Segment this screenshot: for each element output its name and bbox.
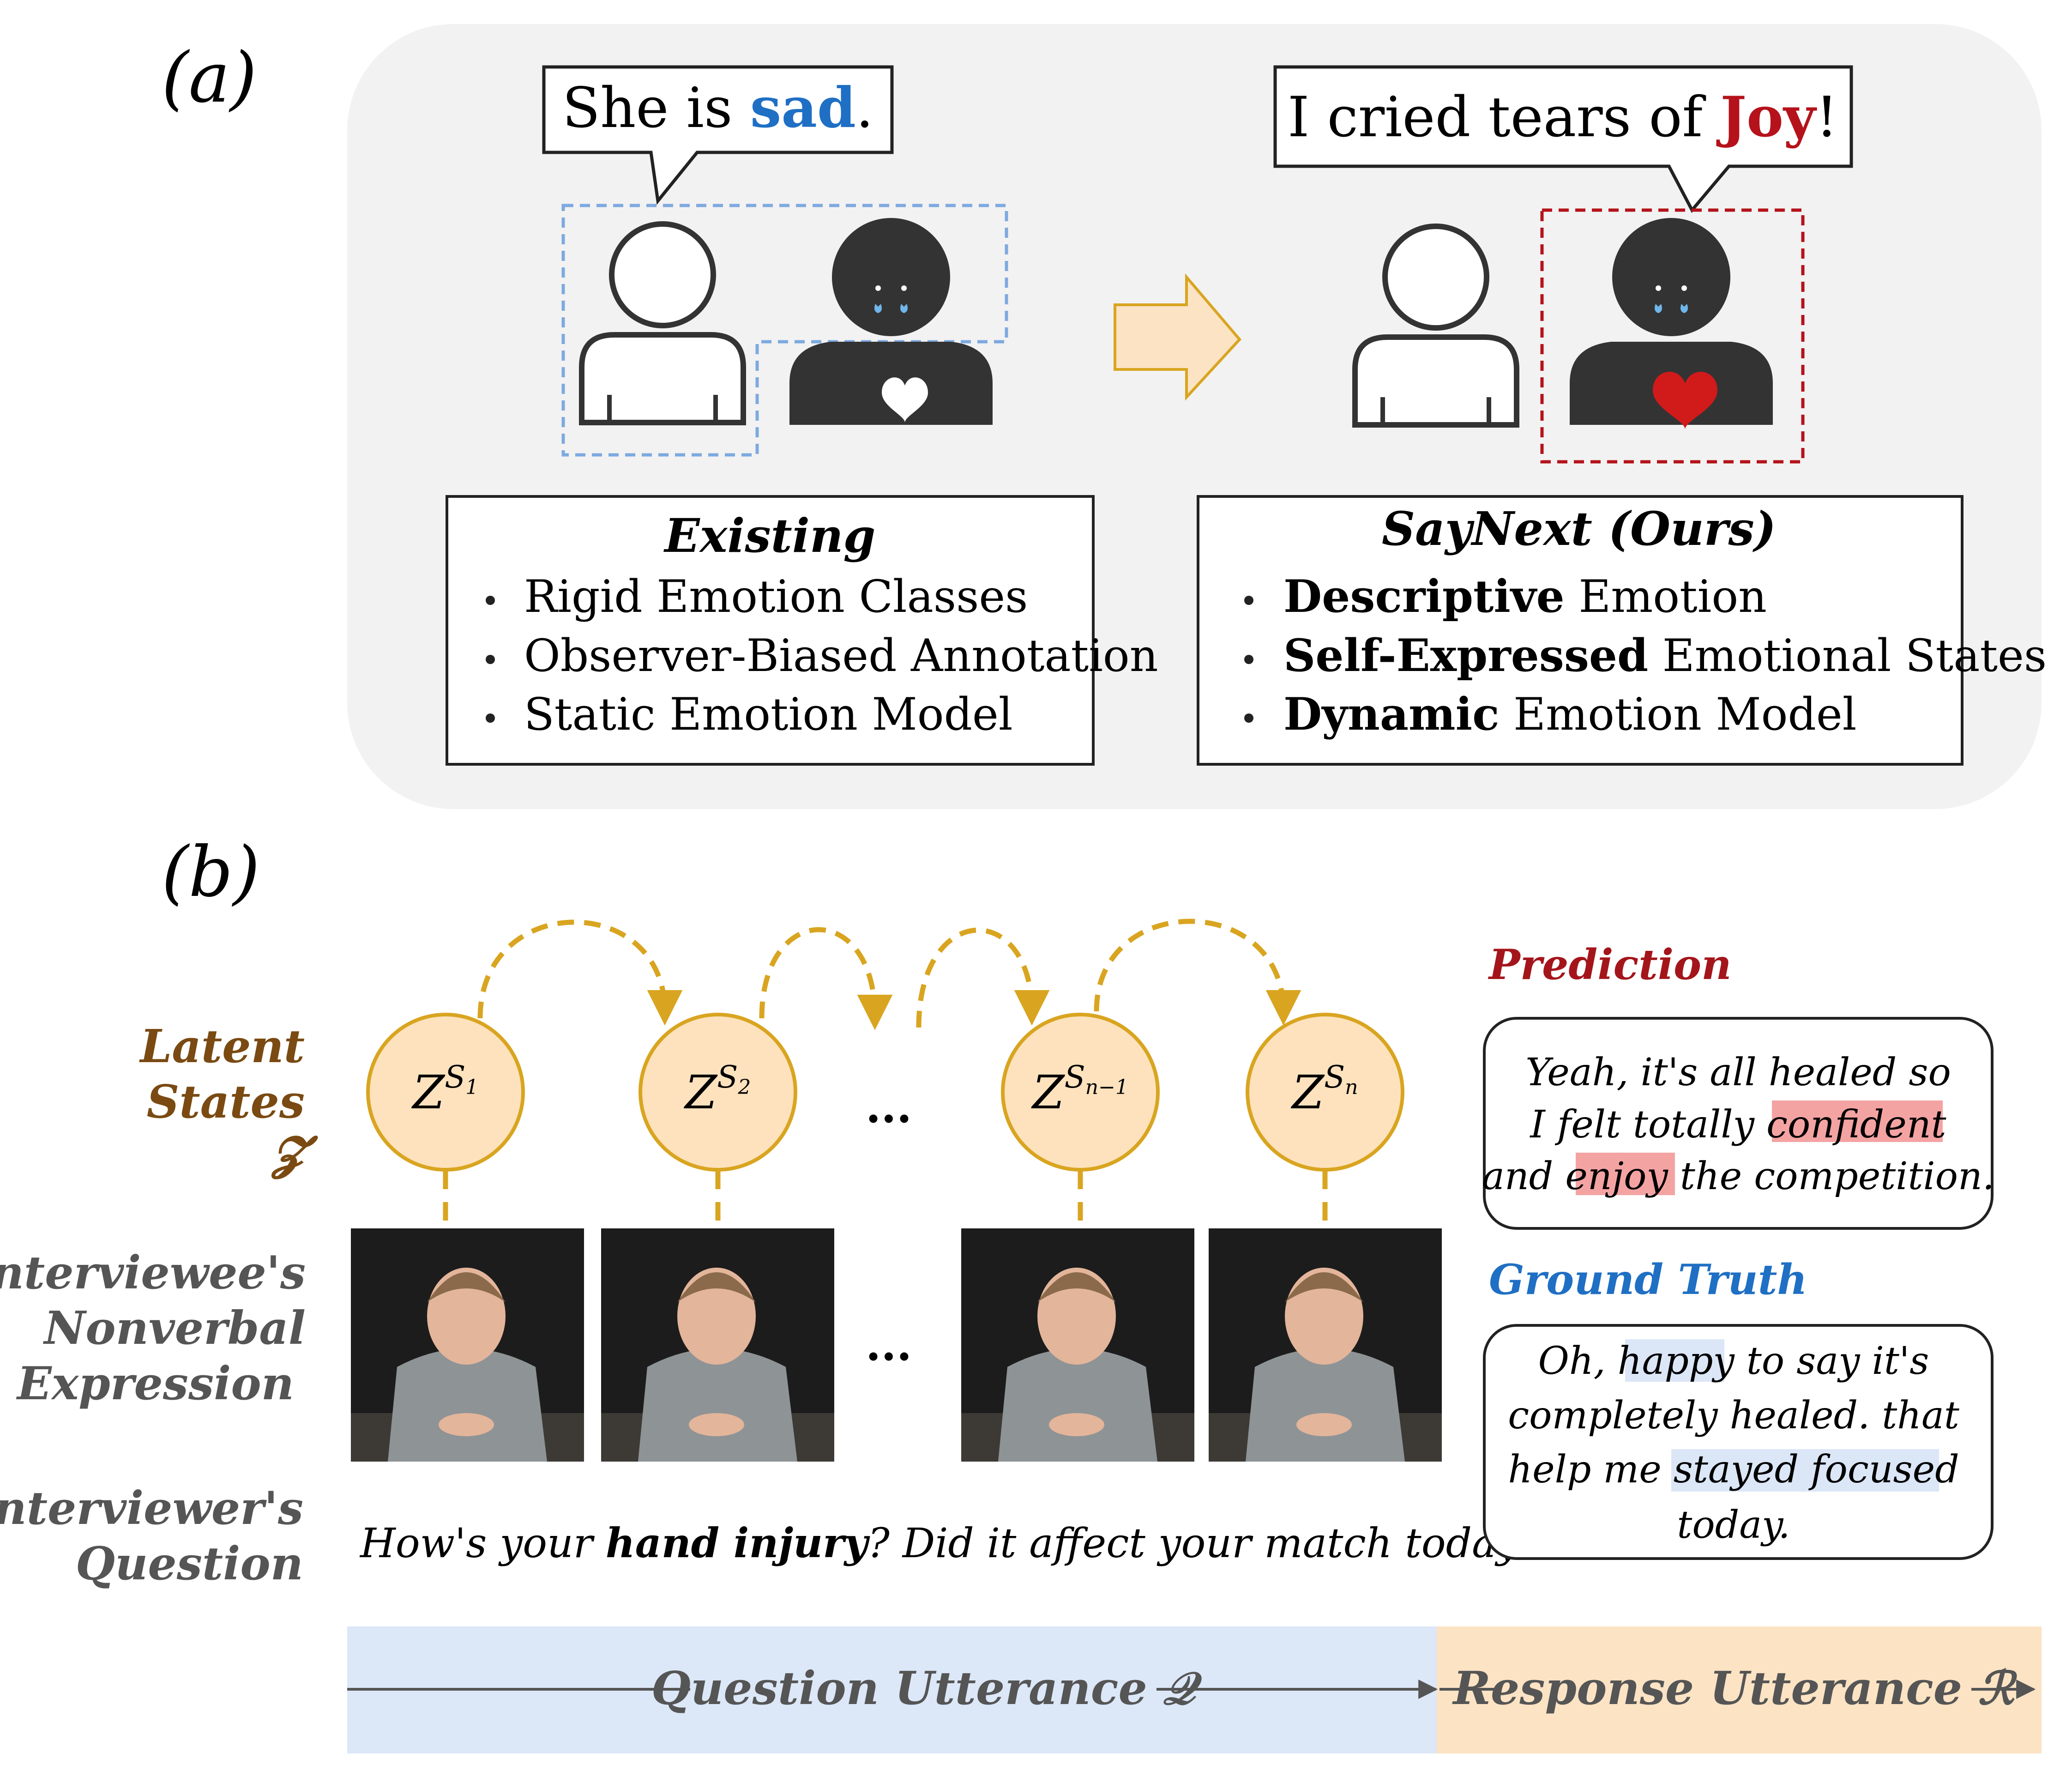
- response-utterance-label: Response Utterance ℛ: [1452, 1662, 2018, 1715]
- svg-text:Interviewer's: Interviewer's: [0, 1482, 303, 1535]
- left-dashed-region: [561, 204, 1008, 457]
- panel-a-label: (a): [162, 38, 257, 118]
- right-dashed-region: [1540, 208, 1805, 464]
- left-bubble-text: She is sad.: [562, 75, 873, 140]
- highlight-happy: [1625, 1339, 1724, 1382]
- video-frame-2: [601, 1228, 834, 1462]
- svg-text:Expression: Expression: [16, 1357, 294, 1410]
- existing-title: Existing: [663, 508, 876, 563]
- latent-state-node: ZSn: [1246, 1013, 1404, 1172]
- svg-text:Interviewee's: Interviewee's: [0, 1246, 306, 1300]
- highlight-confident: [1772, 1100, 1943, 1142]
- svg-text:Nonverbal: Nonverbal: [43, 1302, 306, 1355]
- highlight-stayed-focused: [1671, 1449, 1939, 1492]
- svg-text:ZS2: ZS2: [684, 1059, 751, 1119]
- emotion-joy: Joy: [1716, 85, 1817, 150]
- saynext-item: Descriptive Emotion: [1283, 570, 1767, 623]
- svg-text:ZSn: ZSn: [1290, 1059, 1358, 1119]
- svg-text:completely healed. that: completely healed. that: [1508, 1394, 1960, 1438]
- state-ellipsis: ...: [866, 1081, 912, 1133]
- prediction-text: Yeah, it's all healed so I felt totally …: [1482, 1051, 1994, 1198]
- question-utterance-label: Question Utterance 𝒬: [651, 1662, 1203, 1715]
- saynext-list: Descriptive Emotion Self-Expressed Emoti…: [1244, 570, 2047, 740]
- heart-icon: [882, 377, 928, 423]
- left-speech-bubble: [542, 65, 894, 205]
- emotion-sad: sad: [750, 75, 856, 140]
- ground-truth-text: Oh, happy to say it's completely healed.…: [1508, 1339, 1960, 1547]
- saynext-item: Dynamic Emotion Model: [1283, 688, 1856, 740]
- response-utterance-band: [1437, 1626, 2042, 1753]
- svg-text:Latent: Latent: [139, 1020, 305, 1073]
- panel-b-label: (b): [162, 832, 260, 913]
- saynext-title: SayNext (Ours): [1382, 502, 1776, 556]
- observed-person-icon: [789, 218, 993, 425]
- svg-text:Question: Question: [76, 1537, 303, 1590]
- transition-arrow-icon: [1114, 273, 1242, 401]
- interviewer-question: How's your hand injury? Did it affect yo…: [359, 1519, 1541, 1567]
- latent-states-label: Latent States 𝓩: [139, 1020, 318, 1179]
- saynext-item: Self-Expressed Emotional States: [1283, 629, 2047, 682]
- state-frame-connectors: [443, 1171, 1328, 1228]
- existing-box: [446, 495, 1095, 766]
- ground-truth-box: [1483, 1324, 1994, 1560]
- video-frame-3: [961, 1228, 1194, 1462]
- speaker-person-icon: [1570, 218, 1773, 429]
- existing-item: Static Emotion Model: [524, 689, 1013, 740]
- state-transitions: [477, 919, 1301, 1030]
- nonverbal-label: Interviewee's Nonverbal Expression: [0, 1246, 306, 1410]
- existing-item: Observer-Biased Annotation: [524, 630, 1158, 682]
- svg-text:States: States: [147, 1076, 305, 1129]
- frame-ellipsis: ...: [866, 1318, 912, 1371]
- right-speech-bubble: [1273, 65, 1853, 213]
- video-frame-4: [1209, 1228, 1442, 1462]
- highlight-enjoy: [1576, 1153, 1675, 1195]
- svg-text:𝓩: 𝓩: [271, 1126, 318, 1179]
- svg-text:I felt totally confident: I felt totally confident: [1529, 1103, 1946, 1147]
- svg-text:Oh, happy to say it's: Oh, happy to say it's: [1538, 1339, 1929, 1383]
- existing-list: Rigid Emotion Classes Observer-Biased An…: [486, 571, 1158, 740]
- saynext-box: [1197, 495, 1964, 766]
- heart-icon-red: [1653, 371, 1717, 429]
- latent-state-node: ZS2: [638, 1013, 797, 1172]
- svg-text:ZS1: ZS1: [411, 1059, 479, 1119]
- latent-state-node: ZS1: [366, 1013, 525, 1172]
- prediction-title: Prediction: [1488, 940, 1732, 989]
- svg-text:help me stayed focused: help me stayed focused: [1508, 1448, 1959, 1492]
- latent-state-node: ZSn−1: [1001, 1013, 1160, 1172]
- question-row-label: Interviewer's Question: [0, 1482, 303, 1590]
- svg-text:ZSn−1: ZSn−1: [1031, 1059, 1128, 1119]
- svg-text:and enjoy the competition.: and enjoy the competition.: [1482, 1155, 1994, 1198]
- video-frame-1: [351, 1228, 584, 1462]
- svg-text:Yeah, it's all healed so: Yeah, it's all healed so: [1525, 1051, 1951, 1094]
- svg-text:today.: today.: [1677, 1503, 1790, 1547]
- ground-truth-title: Ground Truth: [1489, 1255, 1807, 1304]
- right-bubble-text: I cried tears of Joy!: [1288, 85, 1838, 150]
- existing-item: Rigid Emotion Classes: [524, 571, 1028, 623]
